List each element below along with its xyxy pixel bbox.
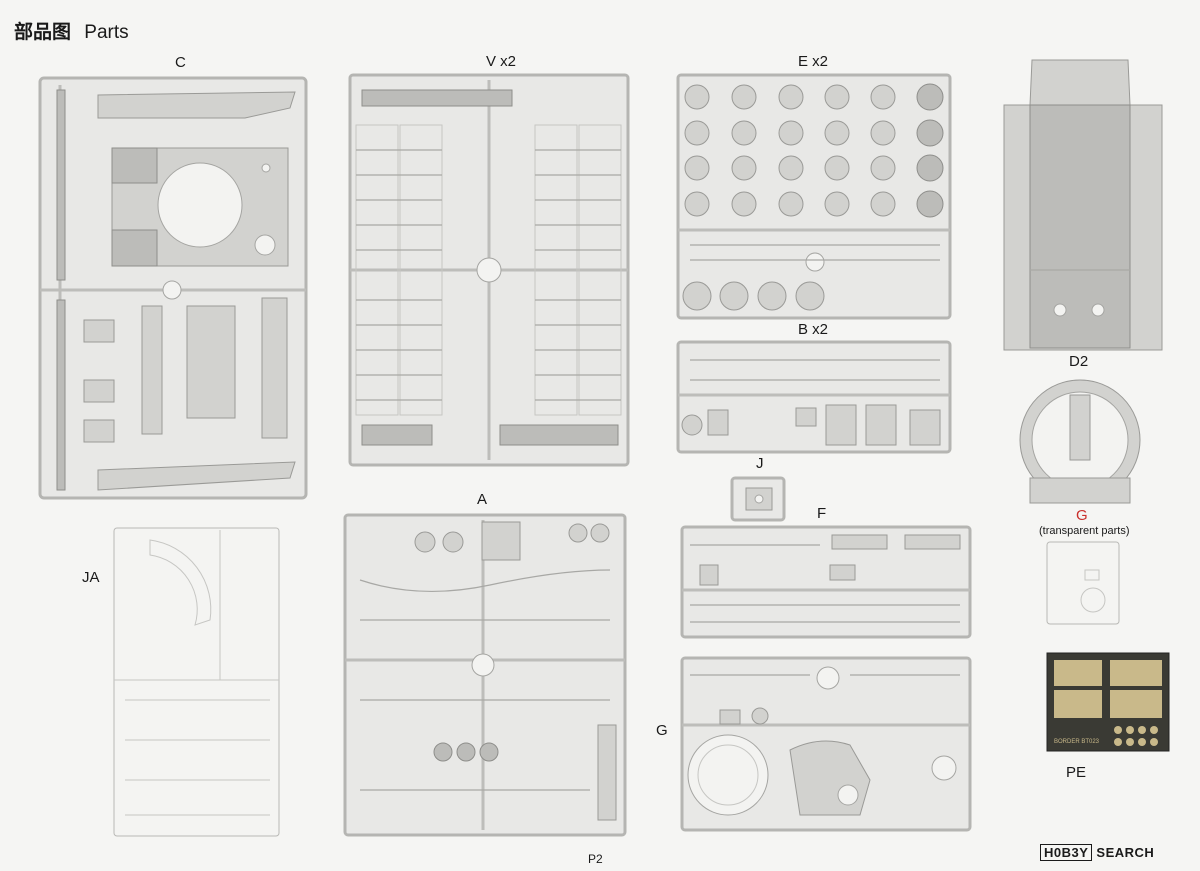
sprue-f <box>680 525 972 639</box>
sprue-c <box>38 76 308 500</box>
sprue-v <box>348 73 630 467</box>
track-link-grid-right <box>534 124 622 416</box>
road-wheels <box>682 83 944 311</box>
label-part-d2: D2 <box>1069 353 1089 370</box>
part-g-turret-ring <box>1019 379 1141 504</box>
title-english: Parts <box>84 22 129 43</box>
sprue-j <box>730 476 786 522</box>
label-sprue-g: G <box>656 722 668 739</box>
label-photo-etch: PE <box>1066 764 1087 781</box>
label-transparent-note: (transparent parts) <box>1039 525 1130 537</box>
sprue-g-transparent <box>1046 541 1120 625</box>
watermark-logo: H0B3Y <box>1040 844 1093 861</box>
sprue-b <box>676 340 952 454</box>
sprue-a <box>343 513 627 837</box>
label-sprue-b: B x2 <box>798 321 829 338</box>
label-sprue-g-transparent: G <box>1076 507 1088 524</box>
watermark-text: SEARCH <box>1096 845 1155 860</box>
label-sprue-j: J <box>756 455 764 472</box>
photo-etch-fret <box>1046 652 1170 752</box>
page-number: P2 <box>588 852 603 866</box>
label-sprue-e: E x2 <box>798 53 829 70</box>
label-sprue-c: C <box>175 54 186 71</box>
page-title: 部品图 Parts <box>14 17 129 44</box>
label-sprue-f: F <box>817 505 827 522</box>
pe-fret-mark: BORDER BT023 <box>1054 739 1100 745</box>
label-sprue-v: V x2 <box>486 53 517 70</box>
sprue-ja <box>113 527 280 837</box>
label-sprue-a: A <box>477 491 488 508</box>
label-sprue-ja: JA <box>82 569 100 586</box>
sprue-g <box>680 656 972 832</box>
title-chinese: 部品图 <box>14 22 72 43</box>
part-d2-hull <box>1003 59 1163 351</box>
track-link-grid-left <box>355 124 443 416</box>
sprue-e <box>676 73 952 320</box>
